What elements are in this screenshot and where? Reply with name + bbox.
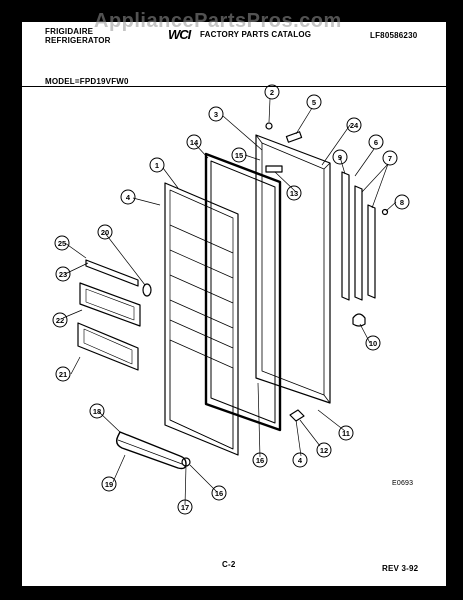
callout-2: 2 bbox=[270, 88, 274, 97]
callout-16b: 16 bbox=[215, 489, 223, 498]
callout-16a: 16 bbox=[256, 456, 264, 465]
document-number: LF80586230 bbox=[370, 31, 418, 40]
callout-10: 10 bbox=[369, 339, 377, 348]
catalog-sheet bbox=[22, 22, 446, 586]
callout-22: 22 bbox=[56, 316, 64, 325]
door-liner bbox=[164, 182, 239, 456]
callout-14: 14 bbox=[190, 138, 199, 147]
callout-4b: 4 bbox=[298, 456, 303, 465]
callout-18: 18 bbox=[93, 407, 101, 416]
callout-8: 8 bbox=[400, 198, 404, 207]
callout-6: 6 bbox=[374, 138, 378, 147]
brand-name: FRIGIDAIRE bbox=[45, 27, 94, 36]
leader-lines bbox=[62, 98, 397, 506]
watermark: AppliancePartsPros.com bbox=[94, 10, 342, 32]
callout-9: 9 bbox=[338, 153, 342, 162]
callout-25: 25 bbox=[58, 239, 66, 248]
catalog-title: FACTORY PARTS CATALOG bbox=[200, 30, 312, 39]
door-gasket bbox=[204, 152, 282, 432]
callout-24: 24 bbox=[350, 121, 359, 130]
wci-logo: WCI bbox=[168, 27, 191, 42]
callout-3: 3 bbox=[214, 110, 218, 119]
model-number: MODEL=FPD19VFW0 bbox=[45, 77, 129, 86]
callout-19: 19 bbox=[105, 480, 113, 489]
door-handle bbox=[115, 431, 187, 470]
door-panel-rear bbox=[255, 134, 331, 404]
callout-15: 15 bbox=[235, 151, 243, 160]
callout-12: 12 bbox=[320, 446, 328, 455]
callout-circles bbox=[52, 84, 410, 515]
trim-strips bbox=[341, 171, 376, 301]
page-number: C-2 bbox=[222, 560, 236, 569]
callout-17: 17 bbox=[181, 503, 189, 512]
revision: REV 3-92 bbox=[382, 564, 419, 573]
door-shelves bbox=[77, 259, 141, 371]
callout-11: 11 bbox=[342, 429, 350, 438]
callout-1: 1 bbox=[155, 161, 159, 170]
header-rule bbox=[22, 86, 446, 87]
callout-21: 21 bbox=[59, 370, 67, 379]
callout-13: 13 bbox=[290, 189, 298, 198]
callout-20: 20 bbox=[101, 228, 109, 237]
callout-4: 4 bbox=[126, 193, 131, 202]
callout-23: 23 bbox=[59, 270, 67, 279]
callout-5: 5 bbox=[312, 98, 316, 107]
callout-7: 7 bbox=[388, 154, 392, 163]
small-parts bbox=[142, 122, 389, 467]
figure-code: E0693 bbox=[392, 480, 414, 487]
product-type: REFRIGERATOR bbox=[45, 36, 111, 45]
